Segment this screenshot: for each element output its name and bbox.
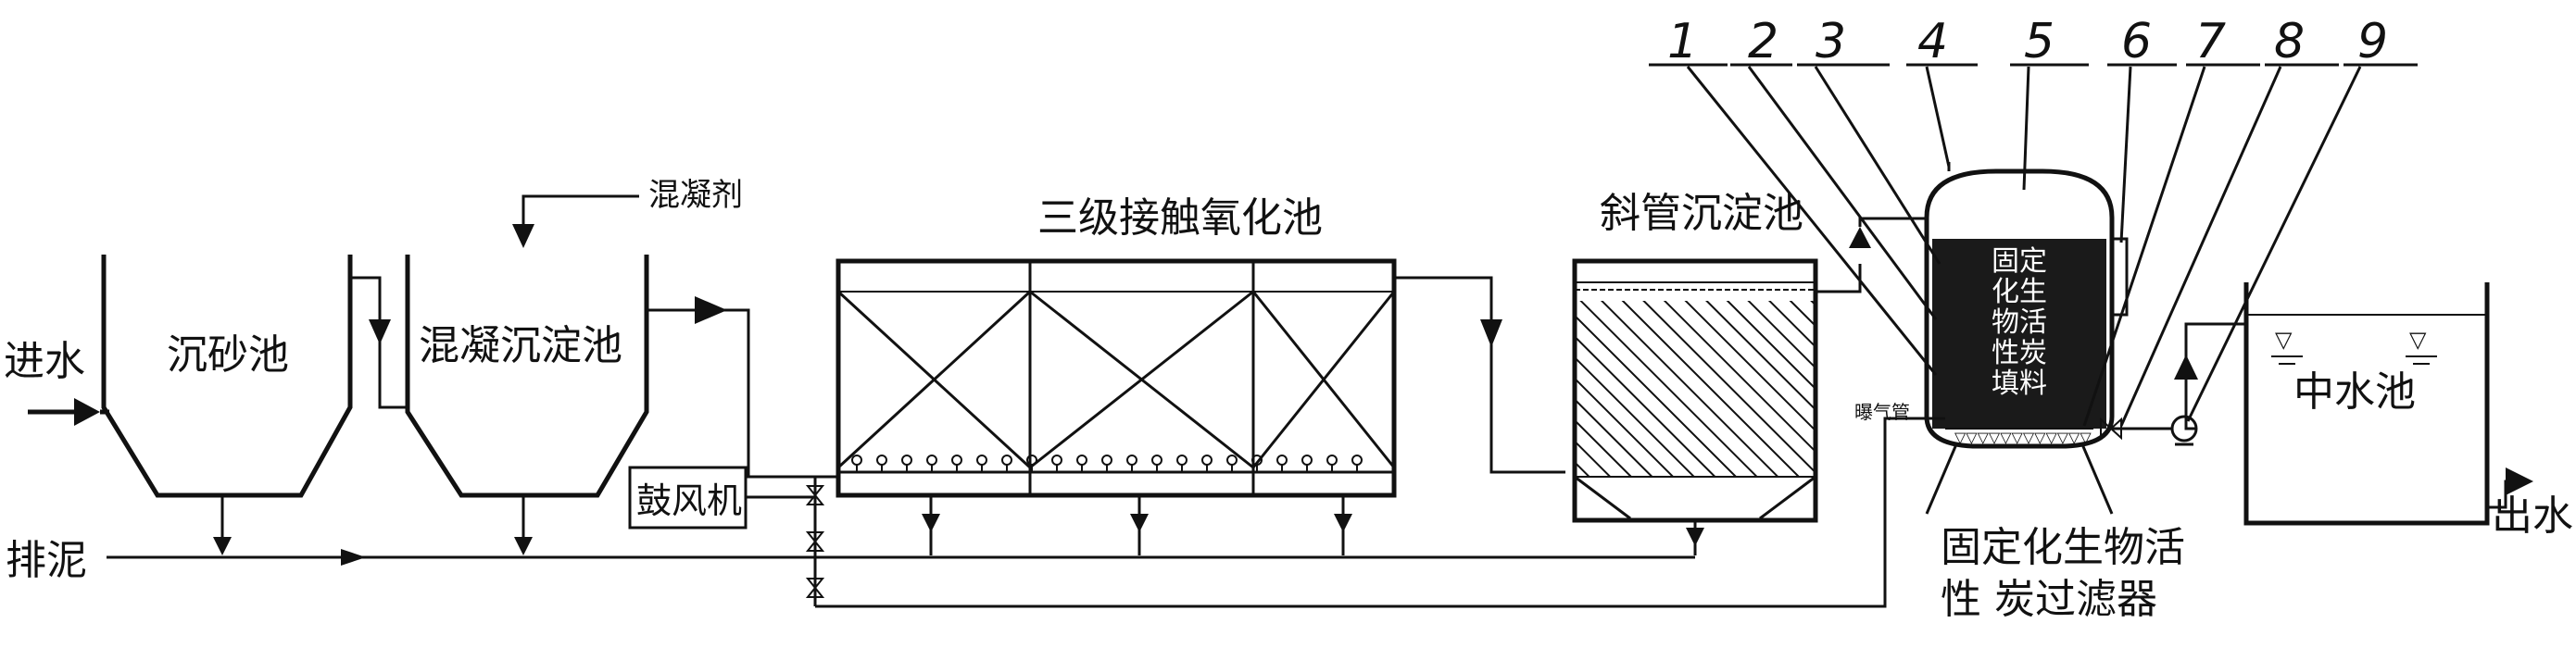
svg-text:化生: 化生 — [1992, 276, 2047, 308]
drain-arrow-icon — [922, 514, 940, 532]
callout-1: 1 — [1667, 14, 1698, 69]
coag-sludge-arrow-icon — [514, 537, 533, 555]
inclined-tube-tank: 斜管沉淀池 — [1572, 190, 1927, 555]
aerator-icon — [976, 455, 987, 466]
reclaimed-water-pool: ▽ ▽ 中水池 出水 — [2243, 282, 2573, 540]
aerator-row — [851, 455, 1363, 472]
valve-icon — [805, 578, 825, 598]
blower: 鼓风机 — [628, 417, 1904, 608]
valve-icon — [805, 485, 825, 505]
aerator-icon — [1301, 455, 1313, 466]
sludge-arrow-icon — [341, 549, 366, 566]
drain-arrow-icon — [1686, 528, 1704, 546]
grit-to-coag-pipe — [350, 276, 408, 409]
aerator-icon — [1051, 455, 1062, 466]
water-level-icon: ▽ — [2409, 327, 2427, 353]
aerator-icon — [951, 455, 962, 466]
sludge-label: 排泥 — [6, 537, 87, 584]
svg-text:性炭: 性炭 — [1992, 337, 2047, 369]
callout-2: 2 — [1748, 14, 1778, 69]
water-level-icon: ▽ — [2275, 327, 2293, 353]
up-arrow-icon — [1849, 227, 1871, 248]
outlet-label: 出水 — [2492, 492, 2573, 540]
coagulant-label: 混凝剂 — [648, 177, 743, 214]
carbon-media — [1932, 239, 2106, 429]
aerator-icon — [1101, 455, 1112, 466]
callout-group: 1 2 3 4 5 6 7 8 9 — [1649, 14, 2418, 427]
carbon-filter: 固定 化生 物活 性炭 填料 ▽▽▽▽▽▽▽▽▽▽▽▽ 曝气管 固定化生物活 性… — [1854, 162, 2185, 623]
oxidation-to-inclined-pipe — [1394, 276, 1565, 474]
callout-6: 6 — [2121, 14, 2152, 69]
callout-7: 7 — [2195, 14, 2226, 69]
callout-8: 8 — [2274, 14, 2305, 69]
svg-text:物活: 物活 — [1992, 306, 2047, 339]
aerator-icon — [1001, 455, 1012, 466]
nozzle-row: ▽▽▽▽▽▽▽▽▽▽▽▽ — [1954, 429, 2092, 446]
grit-chamber-label: 沉砂池 — [167, 331, 289, 379]
contact-oxidation-label: 三级接触氧化池 — [1037, 194, 1323, 242]
filter-name-line-2: 性 炭过滤器 — [1941, 576, 2157, 623]
callout-4: 4 — [1917, 14, 1948, 69]
coag-sed-tank: 混凝沉淀池 — [405, 255, 649, 555]
contact-oxidation-tank: 三级接触氧化池 — [836, 194, 1397, 555]
grit-chamber: 沉砂池 — [101, 255, 353, 555]
aerator-icon — [1226, 455, 1238, 466]
aerator-icon — [1126, 455, 1137, 466]
callout-9: 9 — [2357, 14, 2388, 69]
aerator-icon — [1276, 455, 1288, 466]
coagulant-arrow-icon — [512, 224, 534, 248]
filter-to-pool-pipe — [2100, 322, 2246, 446]
down-arrow-icon — [1480, 319, 1502, 347]
sludge-line: 排泥 — [6, 537, 1695, 584]
callout-5: 5 — [2024, 14, 2055, 69]
aerator-icon — [876, 455, 887, 466]
outlet-arrow-icon — [2506, 467, 2533, 495]
aerator-icon — [926, 455, 937, 466]
inclined-tube-packing — [1577, 301, 1814, 477]
grit-sludge-arrow-icon — [213, 537, 232, 555]
filter-name-line-1: 固定化生物活 — [1941, 524, 2185, 571]
valve-icon — [805, 531, 825, 552]
svg-text:固定: 固定 — [1992, 245, 2047, 278]
aerator-icon — [851, 455, 862, 466]
aerator-icon — [1351, 455, 1363, 466]
drain-arrow-icon — [1130, 514, 1149, 532]
coagulant-dosing: 混凝剂 — [512, 177, 743, 248]
inlet-group: 进水 — [4, 338, 109, 426]
inclined-tube-label: 斜管沉淀池 — [1600, 190, 1803, 237]
inlet-arrow-icon — [74, 398, 100, 426]
coag-sed-tank-label: 混凝沉淀池 — [419, 322, 622, 369]
inlet-label: 进水 — [4, 338, 85, 385]
media-label: 固定 化生 物活 性炭 填料 — [1992, 245, 2047, 400]
up-arrow-icon — [2174, 355, 2198, 380]
blower-label: 鼓风机 — [636, 480, 742, 521]
svg-text:填料: 填料 — [1992, 368, 2047, 400]
aerator-icon — [1151, 455, 1162, 466]
valve-icon — [2100, 417, 2122, 441]
down-arrow-icon — [369, 319, 391, 344]
aerator-icon — [1076, 455, 1087, 466]
aeration-pipe-label: 曝气管 — [1854, 401, 1910, 423]
reclaimed-pool-label: 中水池 — [2293, 368, 2416, 416]
drain-arrow-icon — [1334, 514, 1352, 532]
right-arrow-icon — [695, 296, 727, 324]
aerator-icon — [1176, 455, 1187, 466]
aerator-icon — [1326, 455, 1338, 466]
coag-to-oxidation-pipe — [647, 296, 838, 479]
aerator-icon — [901, 455, 912, 466]
aerator-icon — [1201, 455, 1213, 466]
callout-3: 3 — [1816, 14, 1846, 69]
